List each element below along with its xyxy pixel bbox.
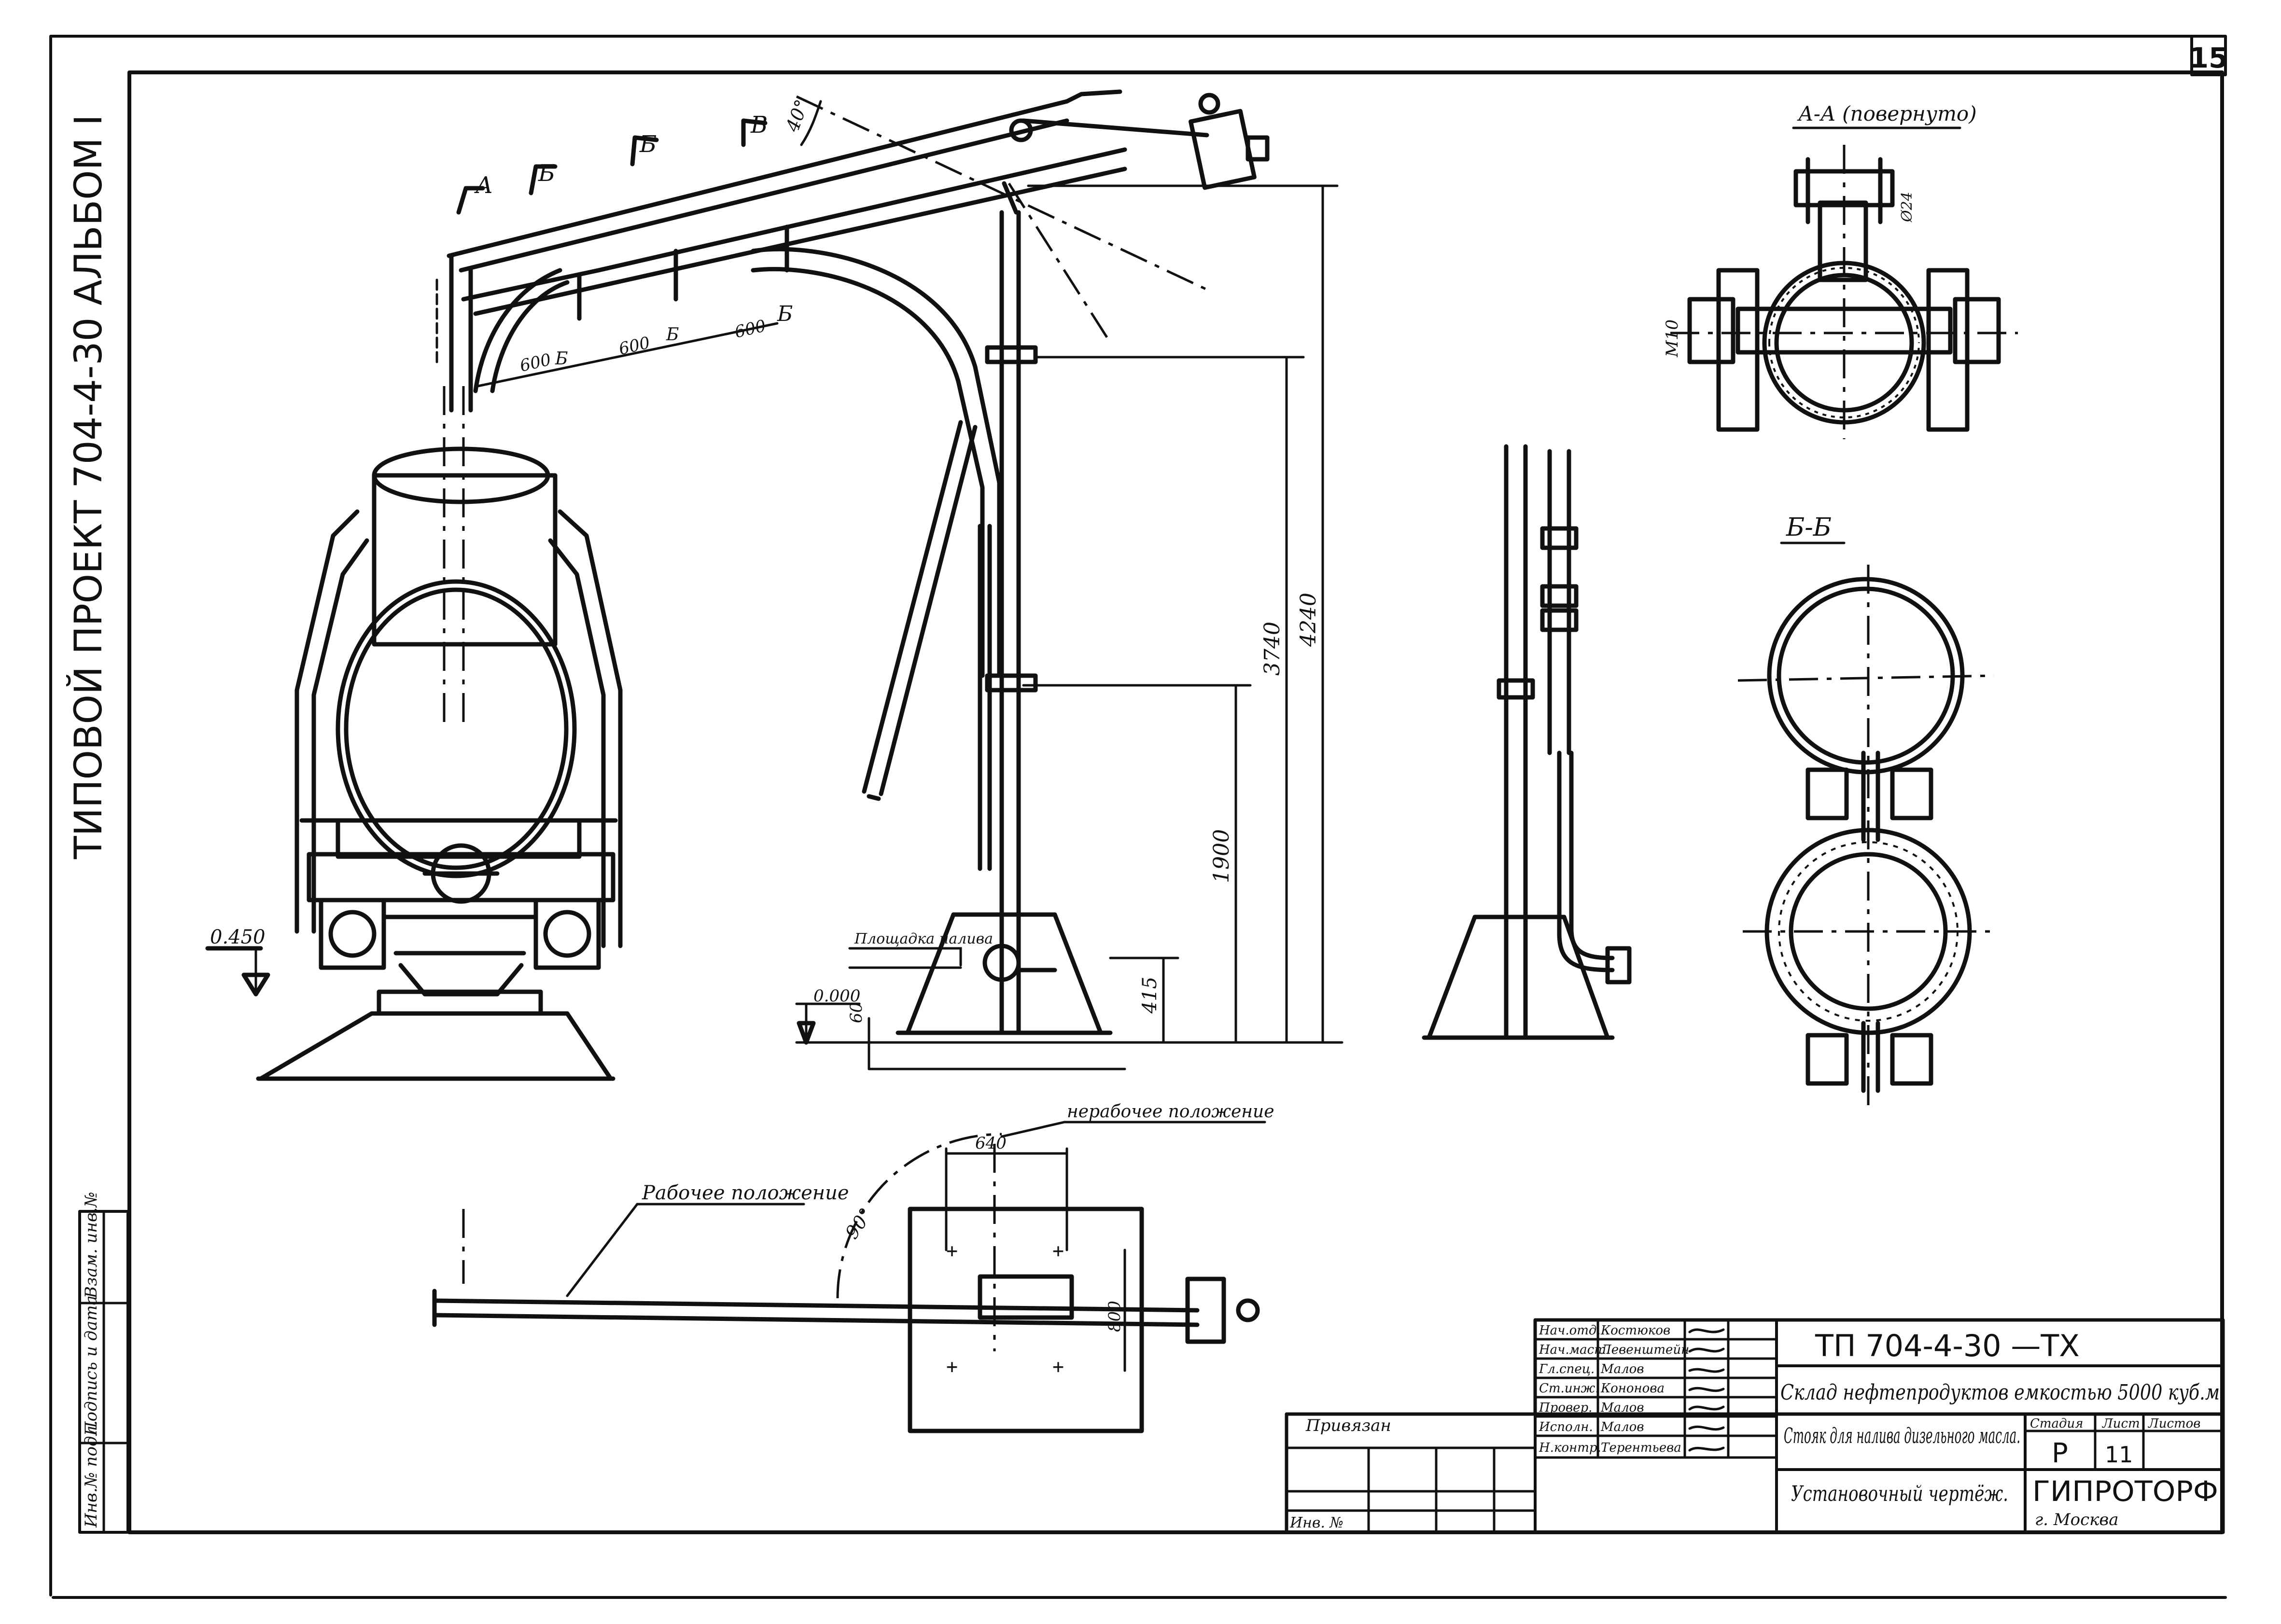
plan-view: + + + + 90° 640 800 Рабочее положение не… [432, 1102, 1274, 1433]
sig-role-3: Ст.инж. [1539, 1381, 1599, 1396]
sig-name-6: Терентьева [1601, 1441, 1681, 1455]
sig-name-0: Костюков [1600, 1323, 1670, 1338]
loading-arm: 40° А Б Б В 600 600 600 Б Б Б [435, 89, 1270, 678]
strip-podp-data: Подпись и дата [82, 1295, 101, 1436]
left-signature-strip: Взам. инв.№ Подпись и дата Инв.№ подл. [78, 1192, 129, 1534]
drawing-name: Стояк для налива дизельного масла. [1784, 1424, 2020, 1448]
svg-text:+: + [1052, 1240, 1064, 1262]
sig-role-2: Гл.спец. [1539, 1362, 1595, 1376]
section-aa: А-А (повернуто) М10 Ø24 [1663, 102, 2018, 439]
cut-mark-b5: Б [666, 325, 679, 345]
level-ground-label: 0.000 [813, 986, 860, 1006]
sig-name-1: Левенштейн [1600, 1343, 1689, 1357]
sig-name-2: Малов [1600, 1362, 1644, 1376]
strip-vzam-inv: Взам. инв.№ [82, 1192, 101, 1299]
cut-mark-b3: Б [777, 302, 793, 326]
sig-role-0: Нач.отд. [1539, 1323, 1601, 1338]
cut-mark-b4: Б [555, 349, 568, 369]
city: г. Москва [2035, 1510, 2119, 1529]
sig-role-5: Исполн. [1539, 1420, 1593, 1434]
title-block: Нач.отд. Костюков Нач.маст. Левенштейн Г… [1285, 1318, 2225, 1534]
sheet-header: Лист [2101, 1416, 2140, 1431]
page-number: 15 [2189, 42, 2228, 74]
binding-label: Привязан [1305, 1416, 1391, 1435]
dim-60: 60 [847, 1002, 866, 1023]
sig-role-6: Н.контр. [1539, 1441, 1601, 1455]
tank-car [294, 386, 623, 1016]
cut-mark-b1: Б [538, 160, 555, 187]
m10-label: М10 [1663, 319, 1682, 358]
strip-inv-podl: Инв.№ подл. [82, 1420, 101, 1528]
organization: ГИПРОТОРФ [2032, 1475, 2218, 1508]
dim-1900: 1900 [1209, 829, 1234, 883]
level-mark-rail: 0.450 [205, 926, 270, 997]
sig-name-3: Кононова [1600, 1381, 1665, 1396]
angle-40-label: 40° [782, 97, 813, 135]
level-rail-label: 0.450 [210, 926, 266, 948]
stage-value: Р [2052, 1438, 2068, 1469]
project-name: Склад нефтепродуктов емкостью 5000 куб.м [1780, 1380, 2220, 1405]
angle-90-label: 90° [841, 1204, 877, 1243]
nonworking-position-label: нерабочее положение [1067, 1102, 1274, 1122]
sheet-title: Установочный чертёж. [1791, 1482, 2008, 1506]
sheet-no-value: 11 [2105, 1442, 2133, 1468]
stage-header: Стадия [2030, 1416, 2084, 1431]
side-view [1422, 444, 1632, 1040]
dim-415: 415 [1139, 977, 1161, 1014]
cut-mark-a: А [474, 172, 493, 199]
dim-800: 800 [1105, 1301, 1124, 1332]
d24-label: Ø24 [1899, 192, 1916, 222]
sheets-header: Листов [2147, 1416, 2200, 1431]
svg-text:+: + [1052, 1356, 1064, 1378]
sig-name-5: Малов [1600, 1420, 1644, 1434]
section-aa-title: А-А (повернуто) [1797, 102, 1977, 125]
sheet-frame: 15 ТИПОВОЙ ПРОЕКТ 704-4-30 АЛЬБОМ I Взам… [49, 35, 2228, 1599]
standpipe-mast [862, 181, 1113, 1035]
svg-text:+: + [946, 1240, 958, 1262]
svg-text:+: + [946, 1356, 958, 1378]
dim-4240: 4240 [1296, 593, 1321, 647]
platform-label: Площадка налива [854, 930, 993, 947]
height-dimensions: 4240 3740 1900 415 60 Площадка налива 0.… [795, 184, 1343, 1070]
cut-mark-b2: Б [639, 131, 657, 158]
dim-3740: 3740 [1260, 622, 1285, 676]
sig-role-1: Нач.маст. [1539, 1343, 1610, 1357]
main-elevation-view: 0.450 [205, 89, 1343, 1081]
section-bb-title: Б-Б [1786, 513, 1832, 542]
inv-label: Инв. № [1289, 1514, 1343, 1531]
sig-name-4: Малов [1600, 1401, 1644, 1415]
drawing-code: ТП 704-4-30 —ТХ [1815, 1328, 2080, 1363]
sig-role-4: Провер. [1539, 1401, 1592, 1415]
section-bb: Б-Б [1737, 513, 1999, 1105]
working-position-label: Рабочее положение [642, 1182, 849, 1204]
side-title: ТИПОВОЙ ПРОЕКТ 704-4-30 АЛЬБОМ I [66, 114, 111, 860]
